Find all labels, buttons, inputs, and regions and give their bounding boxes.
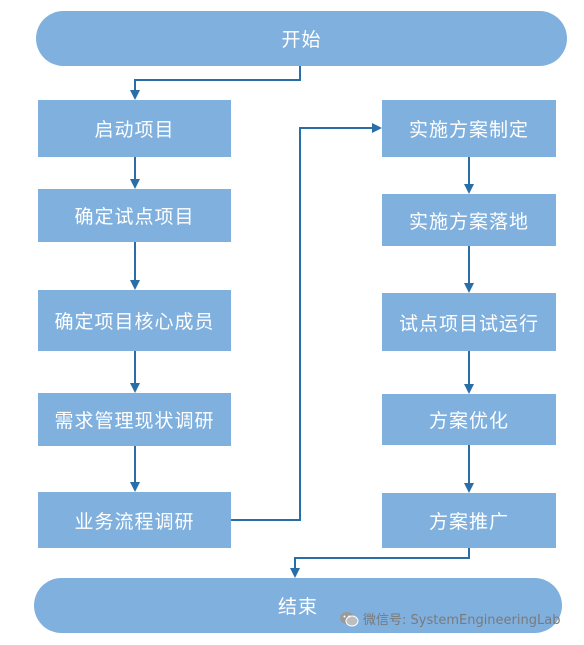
watermark-text: 微信号: SystemEngineeringLab: [363, 613, 561, 628]
watermark: 微信号: SystemEngineeringLab: [339, 609, 560, 628]
optimize-node: 方案优化: [382, 394, 556, 445]
process-research-node: 业务流程调研: [38, 492, 231, 548]
start-node: 开始: [36, 11, 567, 66]
arrow-process-research-to-plan-make: [231, 123, 382, 521]
requirements-node: 需求管理现状调研: [38, 393, 231, 446]
core-team-node: 确定项目核心成员: [38, 290, 231, 351]
plan-deploy-node: 实施方案落地: [382, 194, 556, 246]
arrow-promote-to-end: [290, 548, 470, 578]
promote-node: 方案推广: [382, 493, 556, 548]
plan-make-node: 实施方案制定: [382, 100, 556, 157]
pilot-select-node: 确定试点项目: [38, 189, 231, 242]
kickoff-node: 启动项目: [38, 100, 231, 157]
wechat-icon: [340, 611, 359, 626]
end-node: 结束: [34, 578, 562, 633]
pilot-run-node: 试点项目试运行: [382, 293, 556, 351]
arrow-start-to-kickoff: [130, 66, 301, 100]
